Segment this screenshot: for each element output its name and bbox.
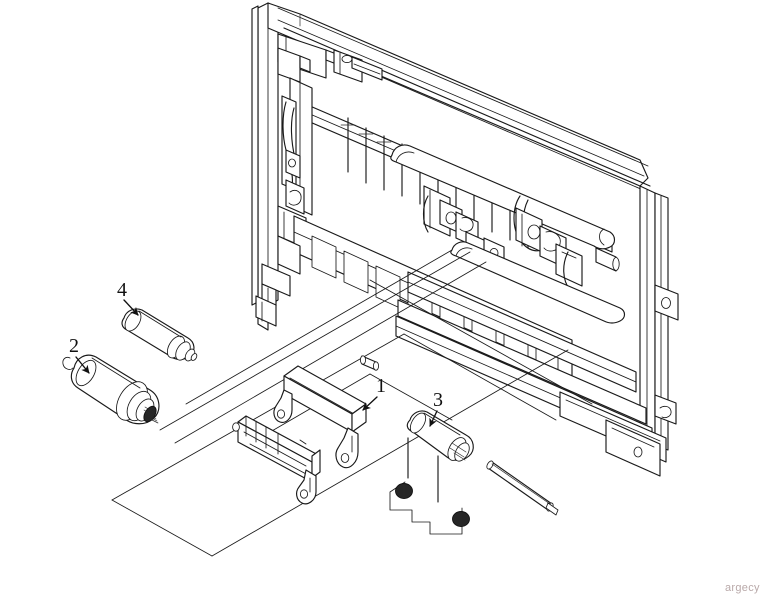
callout-group: 4 2 1 3: [69, 279, 443, 427]
callout-1-leader: [362, 396, 378, 411]
callout-3-leader: [429, 410, 438, 427]
callout-2: 2: [69, 335, 90, 374]
part-2-pick-roller-large: [62, 354, 160, 425]
callout-2-label: 2: [69, 335, 79, 357]
callout-4-leader: [123, 299, 139, 316]
callout-3-label: 3: [433, 389, 443, 411]
chassis-left-rail: [251, 2, 279, 331]
callout-2-leader: [75, 356, 90, 374]
chassis-right-gear-cluster: [513, 195, 583, 291]
callout-4-label: 4: [117, 279, 127, 301]
callout-3: 3: [429, 389, 443, 427]
chassis-internal-roller: [390, 144, 616, 250]
bracket-pin-bushing: [359, 355, 380, 371]
part-3-feed-roller-assembly: [389, 410, 559, 535]
part-1-separator-bracket: [273, 355, 380, 469]
part-4-pick-roller-small: [121, 308, 198, 362]
callout-4: 4: [117, 279, 139, 316]
roller-3-mount-clip: [389, 437, 470, 535]
printer-chassis-assembly: [251, 2, 679, 477]
callout-1: 1: [362, 375, 386, 411]
argecy-watermark: argecy: [725, 582, 760, 594]
roller-3-shaft: [486, 460, 559, 516]
chassis-right-post: [639, 185, 679, 471]
assembly-projection-lines: [111, 249, 593, 557]
chassis-registration-rollers: [397, 241, 647, 425]
chassis-top-beam: [267, 2, 649, 187]
chassis-left-foot: [255, 295, 277, 327]
chassis-latch-block: [333, 49, 383, 83]
chassis-connector-stub: [595, 247, 620, 272]
callout-1-label: 1: [376, 375, 386, 397]
separator-pad-assembly: [232, 415, 321, 505]
roller-2-knurl-teeth: [143, 406, 159, 424]
chassis-base-rail: [261, 235, 667, 477]
